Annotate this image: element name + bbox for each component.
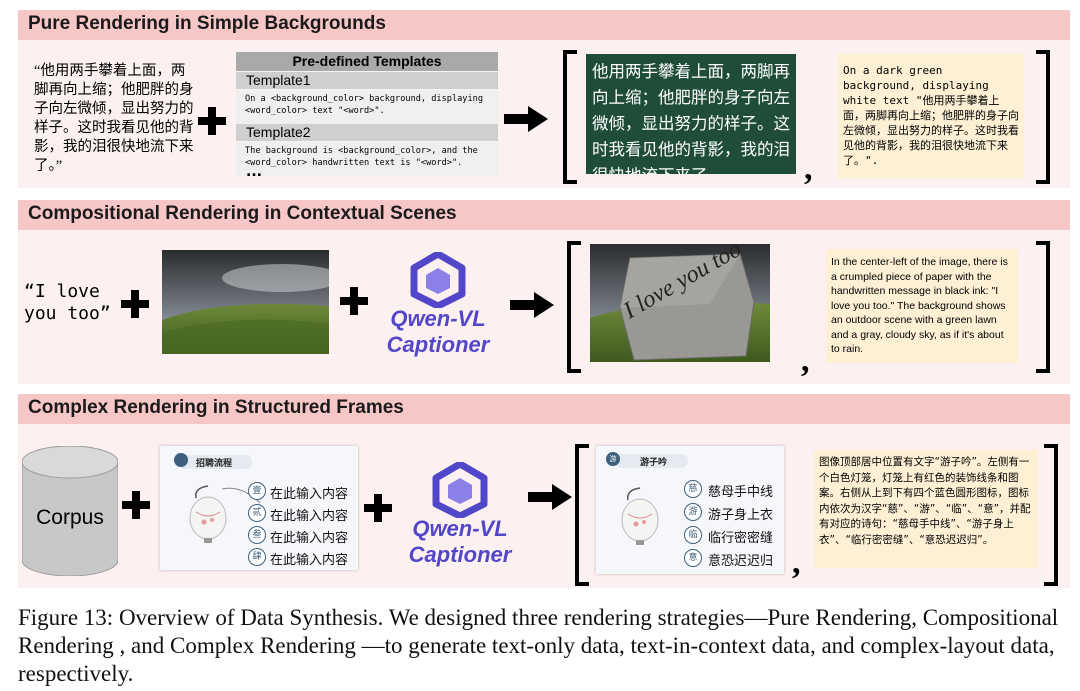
badge-yi-icon: 意 xyxy=(684,549,702,567)
pure-panel-title: Pure Rendering in Simple Backgrounds xyxy=(28,13,386,35)
separator-comma: , xyxy=(792,546,801,580)
badge-you-icon: 游 xyxy=(684,503,702,521)
lantern-icon xyxy=(618,486,668,548)
compositional-input-text: “I love you too” xyxy=(24,281,116,325)
template2-text: The background is <background_color>, an… xyxy=(236,142,498,176)
plus-icon xyxy=(122,491,150,519)
bracket-left xyxy=(575,444,589,586)
plus-icon xyxy=(198,107,226,135)
plus-icon xyxy=(364,494,392,522)
corpus-label: Corpus xyxy=(22,506,118,530)
template-item-3: 在此输入内容 xyxy=(270,527,348,546)
figure-caption: Figure 13: Overview of Data Synthesis. W… xyxy=(18,604,1068,688)
compositional-output-caption: In the center-left of the image, there i… xyxy=(826,249,1018,363)
separator-comma: , xyxy=(801,344,810,378)
template-item-4: 在此输入内容 xyxy=(270,549,348,568)
qwen-logo-icon xyxy=(432,462,488,518)
complex-output-caption: 图像顶部居中位置有文字“游子吟”。左侧有一个白色灯笼，灯笼上有红色的装饰线条和图… xyxy=(814,450,1038,568)
bracket-right xyxy=(1044,444,1058,586)
separator-comma: , xyxy=(804,152,813,186)
template-item-2: 在此输入内容 xyxy=(270,505,348,524)
template1-name: Template1 xyxy=(236,72,498,89)
qwen-captioner-label: Qwen-VL Captioner xyxy=(400,516,520,568)
template-item-1: 在此输入内容 xyxy=(270,483,348,502)
badge-3-icon: 叁 xyxy=(248,526,266,544)
arrow-icon xyxy=(528,484,572,510)
pure-panel-header: Pure Rendering in Simple Backgrounds xyxy=(18,10,1070,40)
template2-name: Template2 xyxy=(236,124,498,141)
paper-scene-image xyxy=(590,244,770,362)
badge-1-icon: 壹 xyxy=(248,482,266,500)
bracket-left xyxy=(567,241,581,373)
bracket-left xyxy=(563,50,577,184)
pure-input-text: “他用两手攀着上面，两脚再向上缩；他肥胖的身子向左微倾，显出努力的样子。这时我看… xyxy=(34,62,194,176)
badge-lin-icon: 临 xyxy=(684,526,702,544)
badge-4-icon: 肆 xyxy=(248,548,266,566)
template-title-badge-icon xyxy=(174,453,188,467)
bracket-right xyxy=(1036,50,1050,184)
qwen-captioner-label: Qwen-VL Captioner xyxy=(378,306,498,358)
plus-icon xyxy=(121,290,149,318)
templates-header: Pre-defined Templates xyxy=(236,52,498,71)
plus-icon xyxy=(340,287,368,315)
badge-2-icon: 贰 xyxy=(248,504,266,522)
template1-text: On a <background_color> background, disp… xyxy=(236,90,498,124)
rendered-text-image: 他用两手攀着上面，两脚再向上缩；他肥胖的身子向左微倾，显出努力的样子。这时我看见… xyxy=(586,54,796,174)
pure-output-caption: On a dark green background, displaying w… xyxy=(838,54,1024,178)
filled-frame-title: 游子吟 xyxy=(640,455,667,468)
filled-item-1: 慈母手中线 xyxy=(708,481,773,500)
complex-panel-header: Complex Rendering in Structured Frames xyxy=(18,394,1070,424)
compositional-panel-title: Compositional Rendering in Contextual Sc… xyxy=(28,203,457,225)
bracket-right xyxy=(1036,241,1050,373)
complex-panel-title: Complex Rendering in Structured Frames xyxy=(28,397,404,419)
badge-ci-icon: 慈 xyxy=(684,480,702,498)
qwen-logo-icon xyxy=(410,252,466,308)
arrow-icon xyxy=(504,106,548,132)
filled-item-3: 临行密密缝 xyxy=(708,527,773,546)
templates-more: ... xyxy=(246,164,262,180)
compositional-panel-header: Compositional Rendering in Contextual Sc… xyxy=(18,200,1070,230)
template-frame-title: 招聘流程 xyxy=(196,456,232,469)
filled-title-badge-icon: 游 xyxy=(606,452,620,466)
landscape-image xyxy=(162,250,329,354)
arrow-icon xyxy=(510,292,554,318)
filled-item-4: 意恐迟迟归 xyxy=(708,550,773,569)
filled-item-2: 游子身上衣 xyxy=(708,504,773,523)
